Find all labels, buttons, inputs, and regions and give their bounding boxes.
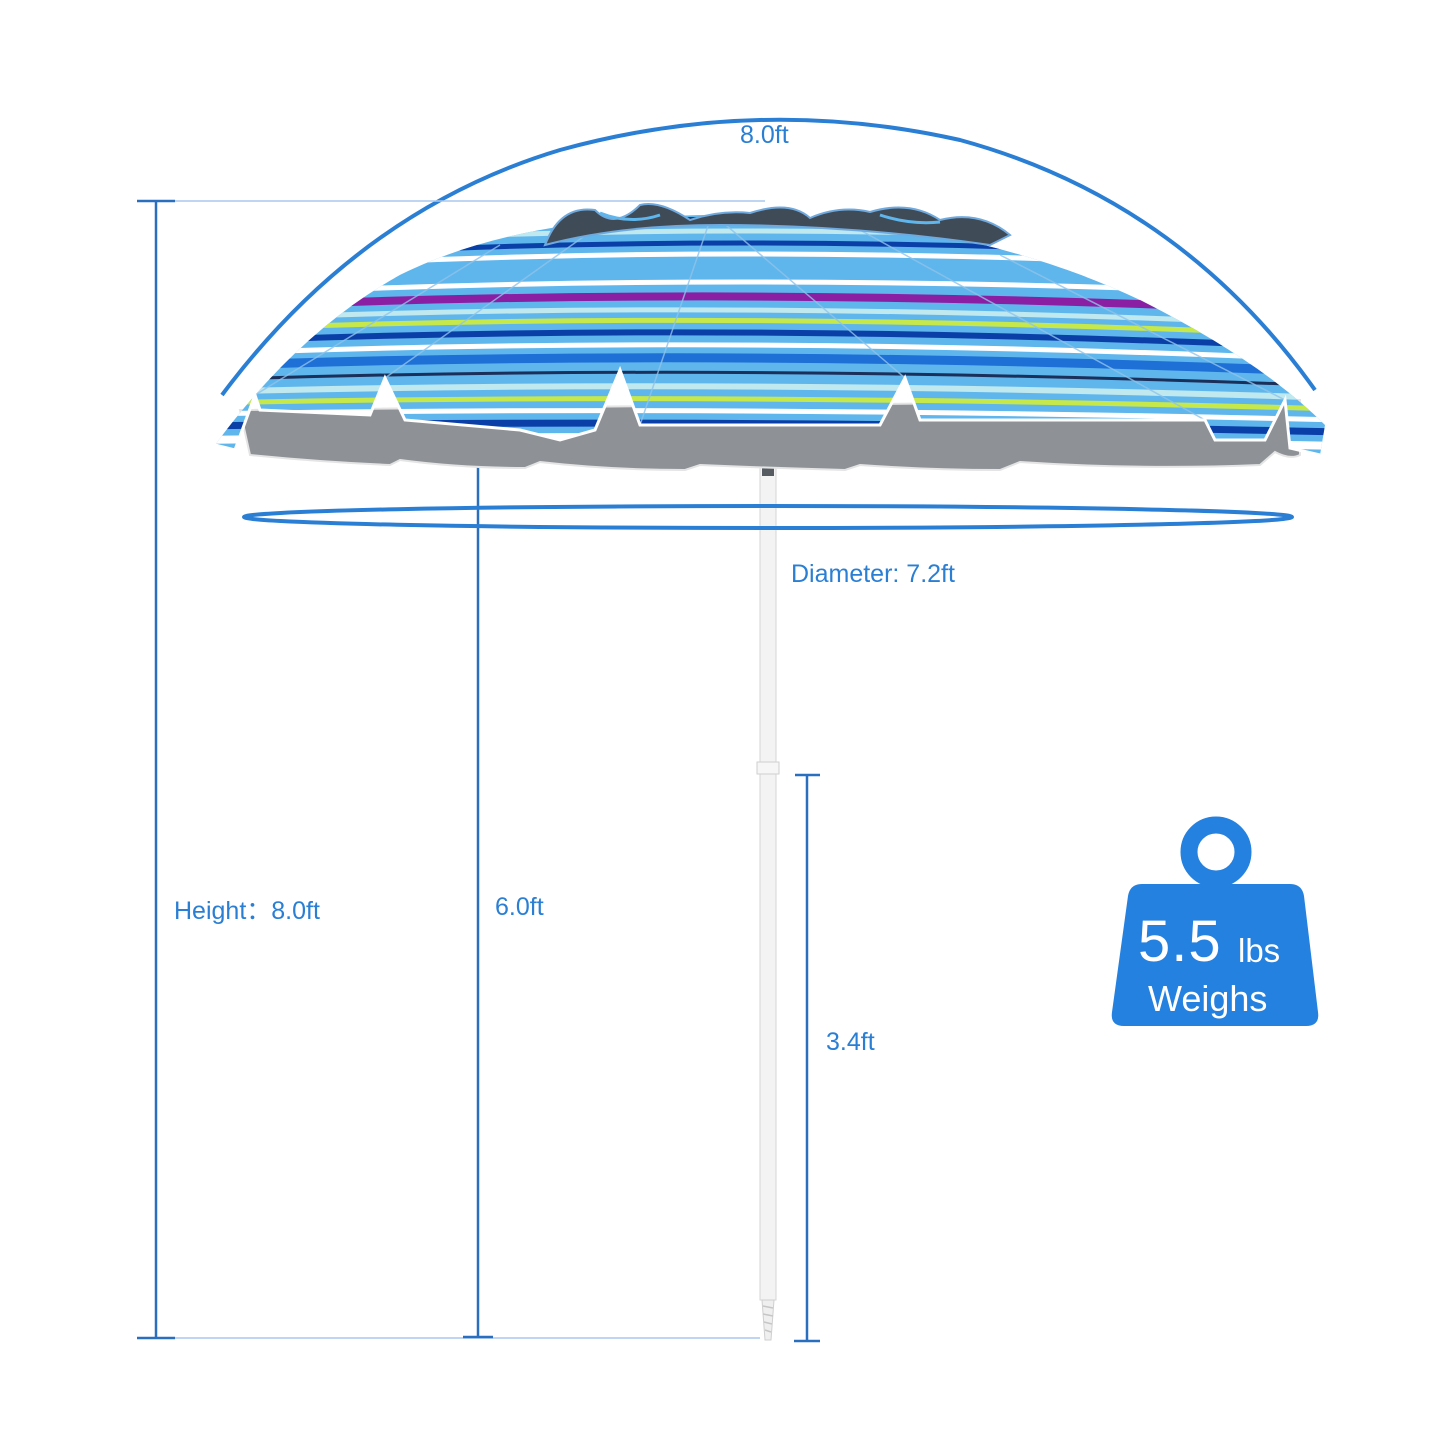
- weight-caption: Weighs: [1148, 978, 1268, 1019]
- weight-icon: [1111, 816, 1319, 1026]
- arc-length-label: 8.0ft: [740, 121, 789, 149]
- canopy-to-ground-label: 6.0ft: [495, 893, 544, 921]
- diameter-ellipse: [242, 504, 1294, 530]
- arc-dimension-line: [220, 117, 1317, 397]
- umbrella-pole: [759, 439, 777, 1301]
- lower-pole-label: 3.4ft: [826, 1028, 875, 1056]
- diameter-label: Diameter: 7.2ft: [791, 560, 955, 588]
- canopy-vent-ruffles: [543, 203, 1012, 247]
- weight-value: 5.5: [1138, 909, 1222, 974]
- weight-unit: lbs: [1238, 932, 1281, 969]
- total-height-label: Height：8.0ft: [174, 897, 320, 925]
